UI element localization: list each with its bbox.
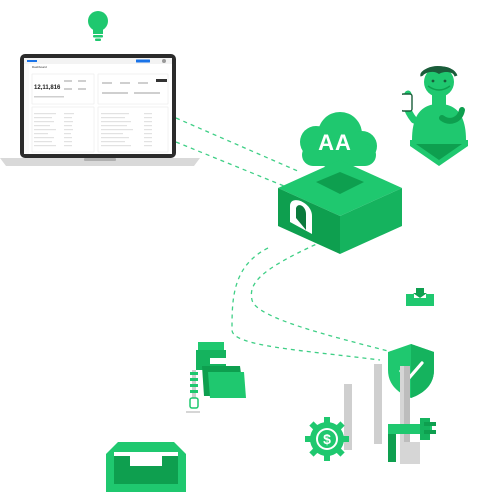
road-barrier-icon [344,364,436,464]
download-tray-icon [406,288,434,306]
dollar-gear-icon: $ [305,417,349,461]
connector-laptop-block-top [175,117,301,173]
dashboard-title: Dashboard [32,65,47,69]
inbox-tray-icon [106,442,186,492]
dashboard-big-value: 12,11,816 [34,85,61,91]
connector-block-right-path [250,237,393,353]
laptop-screen: Dashboard 12,11,816 [24,58,172,154]
badge-text: AA [318,130,352,155]
isometric-block-icon [278,160,402,254]
folder-zipper-icon [186,342,246,413]
cloud-icon [300,112,377,172]
person-phone-icon [402,66,468,166]
connector-block-left-path [231,247,381,361]
lightbulb-icon [88,11,108,41]
dashboard-wireframe [24,58,172,154]
laptop-icon: Dashboard 12,11,816 [0,50,200,168]
connector-laptop-block-bottom [175,141,285,187]
svg-text:$: $ [323,431,331,447]
